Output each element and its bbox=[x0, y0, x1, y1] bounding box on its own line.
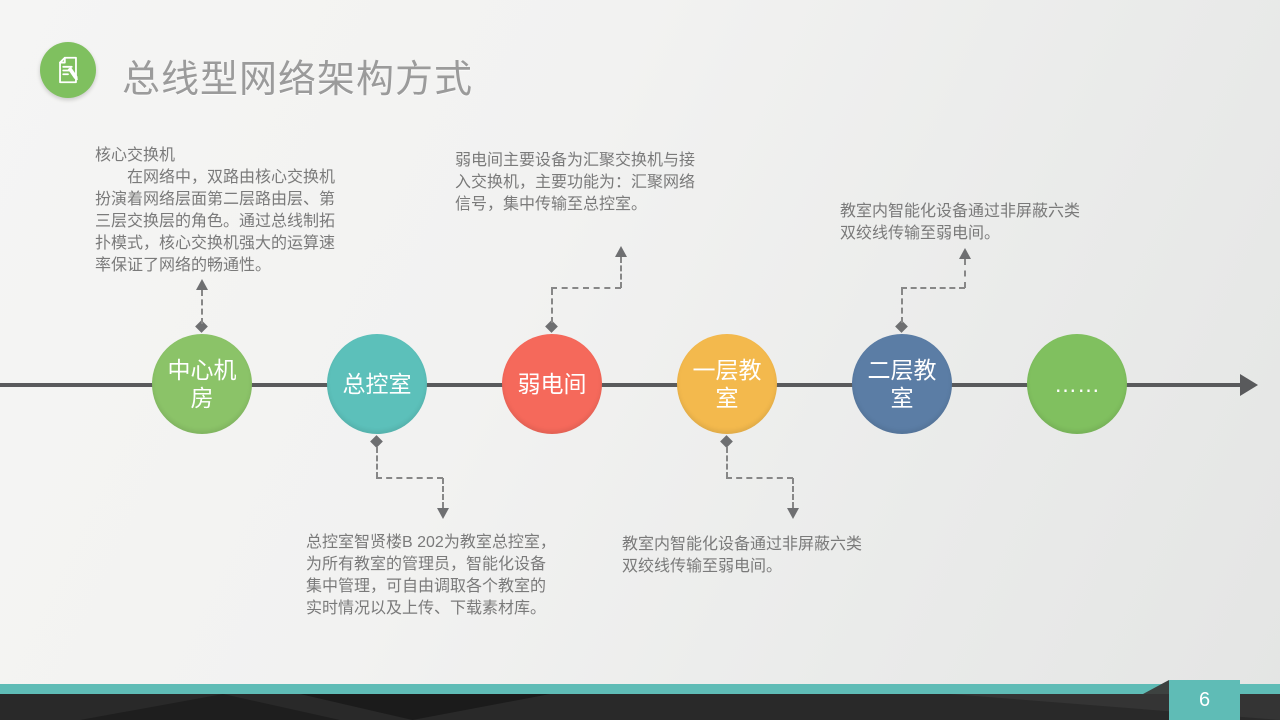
note-classroom-f2: 教室内智能化设备通过非屏蔽六类 双绞线传输至弱电间。 bbox=[840, 203, 1081, 242]
diamond-marker-icon bbox=[720, 435, 733, 448]
arrow-up-icon bbox=[959, 248, 971, 259]
page-title: 总线型网络架构方式 bbox=[122, 59, 474, 101]
arrow-up-icon bbox=[615, 246, 627, 257]
footer-facet bbox=[300, 694, 550, 720]
page-number-tab: 6 bbox=[1169, 680, 1240, 720]
timeline-arrow-right-icon bbox=[1240, 374, 1258, 396]
diamond-marker-icon bbox=[370, 435, 383, 448]
node-label: 中心机 房 bbox=[167, 356, 237, 411]
node-label: 一层教 室 bbox=[692, 356, 762, 411]
node-classroom-floor2: 二层教 室 bbox=[852, 334, 952, 434]
connector-dash bbox=[201, 290, 203, 324]
arrow-up-icon bbox=[196, 279, 208, 290]
note-classroom-f1: 教室内智能化设备通过非屏蔽六类 双绞线传输至弱电间。 bbox=[622, 536, 863, 575]
connector-dash bbox=[620, 257, 622, 288]
connector-dash bbox=[376, 477, 443, 479]
node-label: 总控室 bbox=[342, 370, 412, 397]
page-number: 6 bbox=[1198, 688, 1211, 711]
connector-dash bbox=[726, 447, 728, 478]
connector-dash bbox=[901, 289, 903, 323]
node-central-machine-room: 中心机 房 bbox=[152, 334, 252, 434]
connector-dash bbox=[792, 478, 794, 508]
arrow-down-icon bbox=[437, 508, 449, 519]
connector-dash bbox=[551, 287, 621, 289]
connector-dash bbox=[442, 478, 444, 508]
connector-dash bbox=[551, 289, 553, 323]
node-label: 弱电间 bbox=[517, 370, 587, 397]
node-master-control-room: 总控室 bbox=[327, 334, 427, 434]
footer-accent-bar bbox=[0, 684, 1280, 694]
node-ellipsis: …… bbox=[1027, 334, 1127, 434]
footer-facet bbox=[80, 694, 340, 720]
node-weak-current-room: 弱电间 bbox=[502, 334, 602, 434]
note-core-switch: 核心交换机 在网络中，双路由核心交换机 扮演着网络层面第二层路由层、第 三层交换… bbox=[95, 147, 336, 274]
connector-dash bbox=[901, 287, 965, 289]
node-label: …… bbox=[1054, 370, 1100, 397]
connector-dash bbox=[964, 259, 966, 288]
timeline-axis bbox=[0, 383, 1242, 387]
note-weak-current-room: 弱电间主要设备为汇聚交换机与接 入交换机，主要功能为：汇聚网络 信号，集中传输至… bbox=[455, 152, 696, 213]
node-classroom-floor1: 一层教 室 bbox=[677, 334, 777, 434]
document-pencil-glyph bbox=[59, 56, 78, 84]
connector-dash bbox=[376, 447, 378, 478]
footer-dark-bar bbox=[0, 694, 1280, 720]
page-tab-shadow bbox=[1143, 680, 1169, 694]
note-control-room: 总控室智贤楼B 202为教室总控室， 为所有教室的管理员，智能化设备 集中管理，… bbox=[306, 534, 556, 617]
node-label: 二层教 室 bbox=[867, 356, 937, 411]
arrow-down-icon bbox=[787, 508, 799, 519]
document-pencil-icon bbox=[40, 42, 96, 98]
connector-dash bbox=[726, 477, 793, 479]
